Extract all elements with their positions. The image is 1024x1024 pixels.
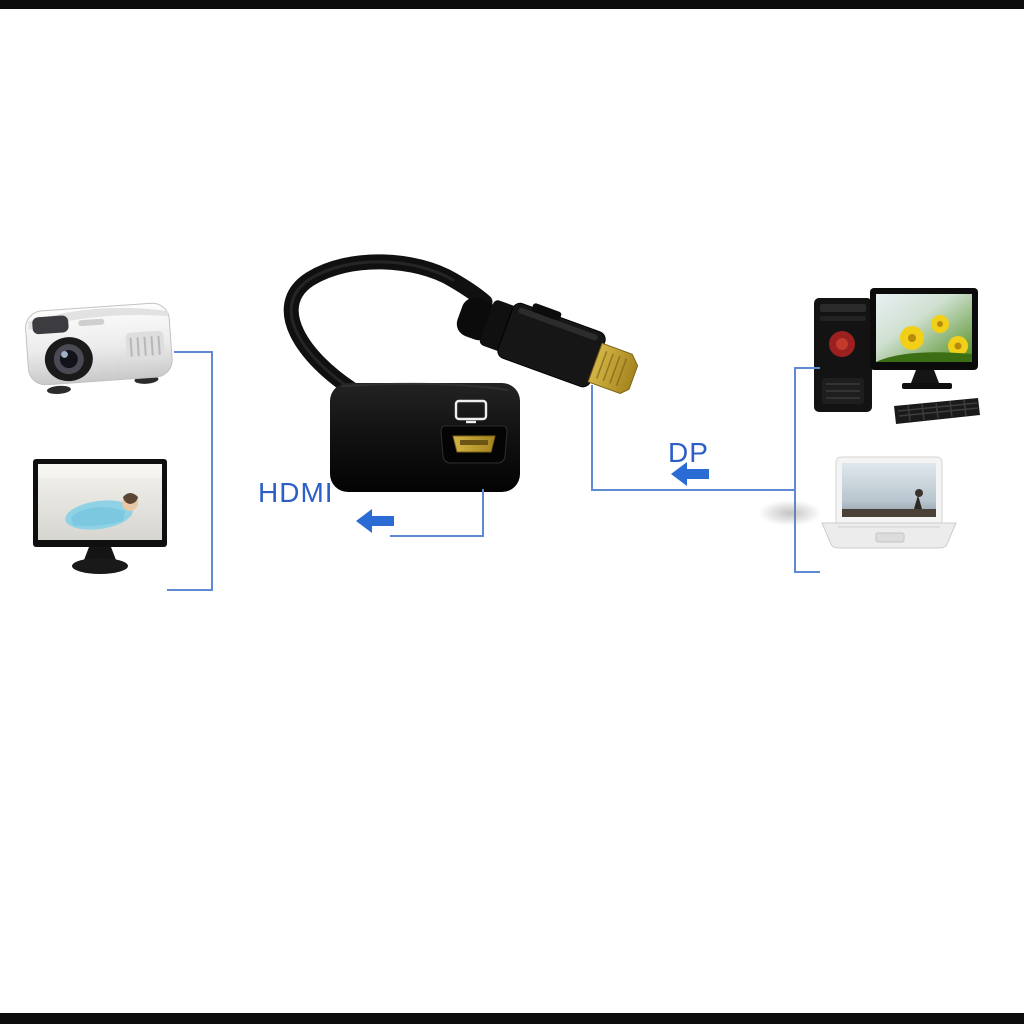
- line-projector-horizontal: [174, 351, 212, 353]
- line-left-vertical: [211, 351, 213, 591]
- displayport-plug: [456, 297, 639, 394]
- line-right-vertical: [794, 367, 796, 573]
- projector-icon: [25, 302, 173, 394]
- top-letterbox-bar: [0, 0, 1024, 9]
- line-adapter-down: [482, 489, 484, 537]
- desktop-pc-icon: [814, 288, 980, 424]
- dp-label: DP: [668, 437, 709, 468]
- monitor-glyph-icon: [454, 399, 488, 424]
- hdmi-label: HDMI: [258, 477, 334, 508]
- line-tv-horizontal: [167, 589, 213, 591]
- line-laptop-horizontal: [794, 571, 820, 573]
- tv-icon: [33, 459, 167, 574]
- laptop-icon: [821, 456, 957, 549]
- shadow-smudge: [758, 500, 822, 526]
- arrow-left-icon: [356, 509, 394, 533]
- dp-to-hdmi-adapter-icon: [283, 254, 639, 492]
- line-hdmi-horizontal: [390, 535, 484, 537]
- line-pc-horizontal: [794, 367, 820, 369]
- line-dp-vertical: [591, 385, 593, 491]
- hdmi-port: [440, 425, 508, 464]
- line-dp-horizontal: [592, 489, 796, 491]
- bottom-letterbox-bar: [0, 1013, 1024, 1024]
- arrow-left-icon: [671, 462, 709, 486]
